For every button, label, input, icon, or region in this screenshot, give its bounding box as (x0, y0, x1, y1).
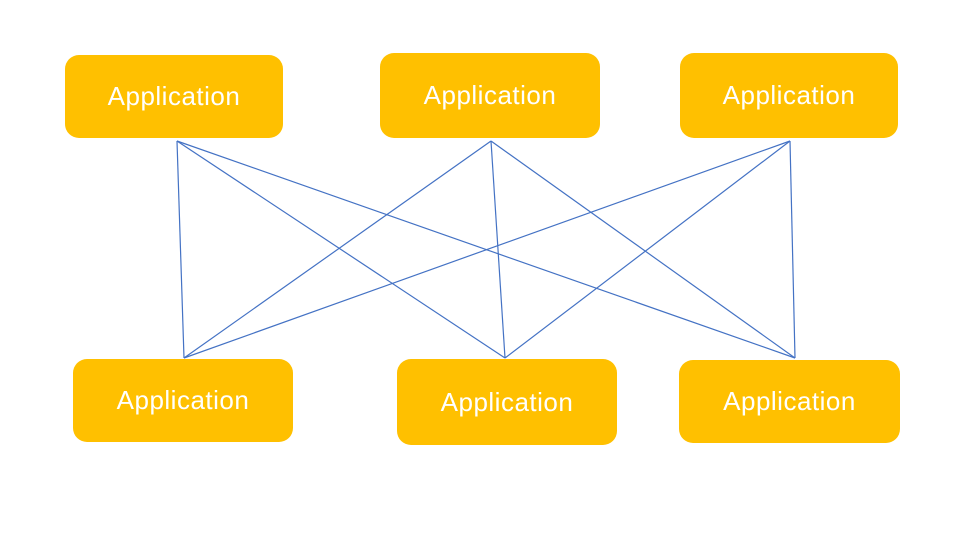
connection-line-app-top-right--app-bottom-left (183, 140, 791, 359)
node-label: Application (440, 386, 574, 417)
node-app-top-center: Application (380, 53, 600, 138)
connection-line-app-top-right--app-bottom-right (789, 140, 796, 359)
node-app-top-left: Application (65, 55, 283, 138)
node-label: Application (722, 80, 856, 110)
connection-line-app-top-left--app-bottom-left (176, 140, 185, 359)
node-app-bottom-center: Application (397, 359, 617, 445)
node-label: Application (423, 80, 557, 110)
node-app-top-right: Application (680, 53, 898, 138)
connection-line-app-top-right--app-bottom-center (504, 140, 791, 359)
node-label: Application (116, 385, 250, 415)
connection-line-app-top-center--app-bottom-left (183, 140, 492, 359)
connection-line-app-top-left--app-bottom-center (176, 140, 506, 359)
connection-line-app-top-center--app-bottom-center (490, 140, 506, 359)
node-app-bottom-right: Application (679, 360, 900, 443)
node-label: Application (723, 386, 856, 416)
connection-line-app-top-center--app-bottom-right (490, 140, 796, 359)
node-app-bottom-left: Application (73, 359, 293, 442)
node-label: Application (107, 81, 241, 111)
